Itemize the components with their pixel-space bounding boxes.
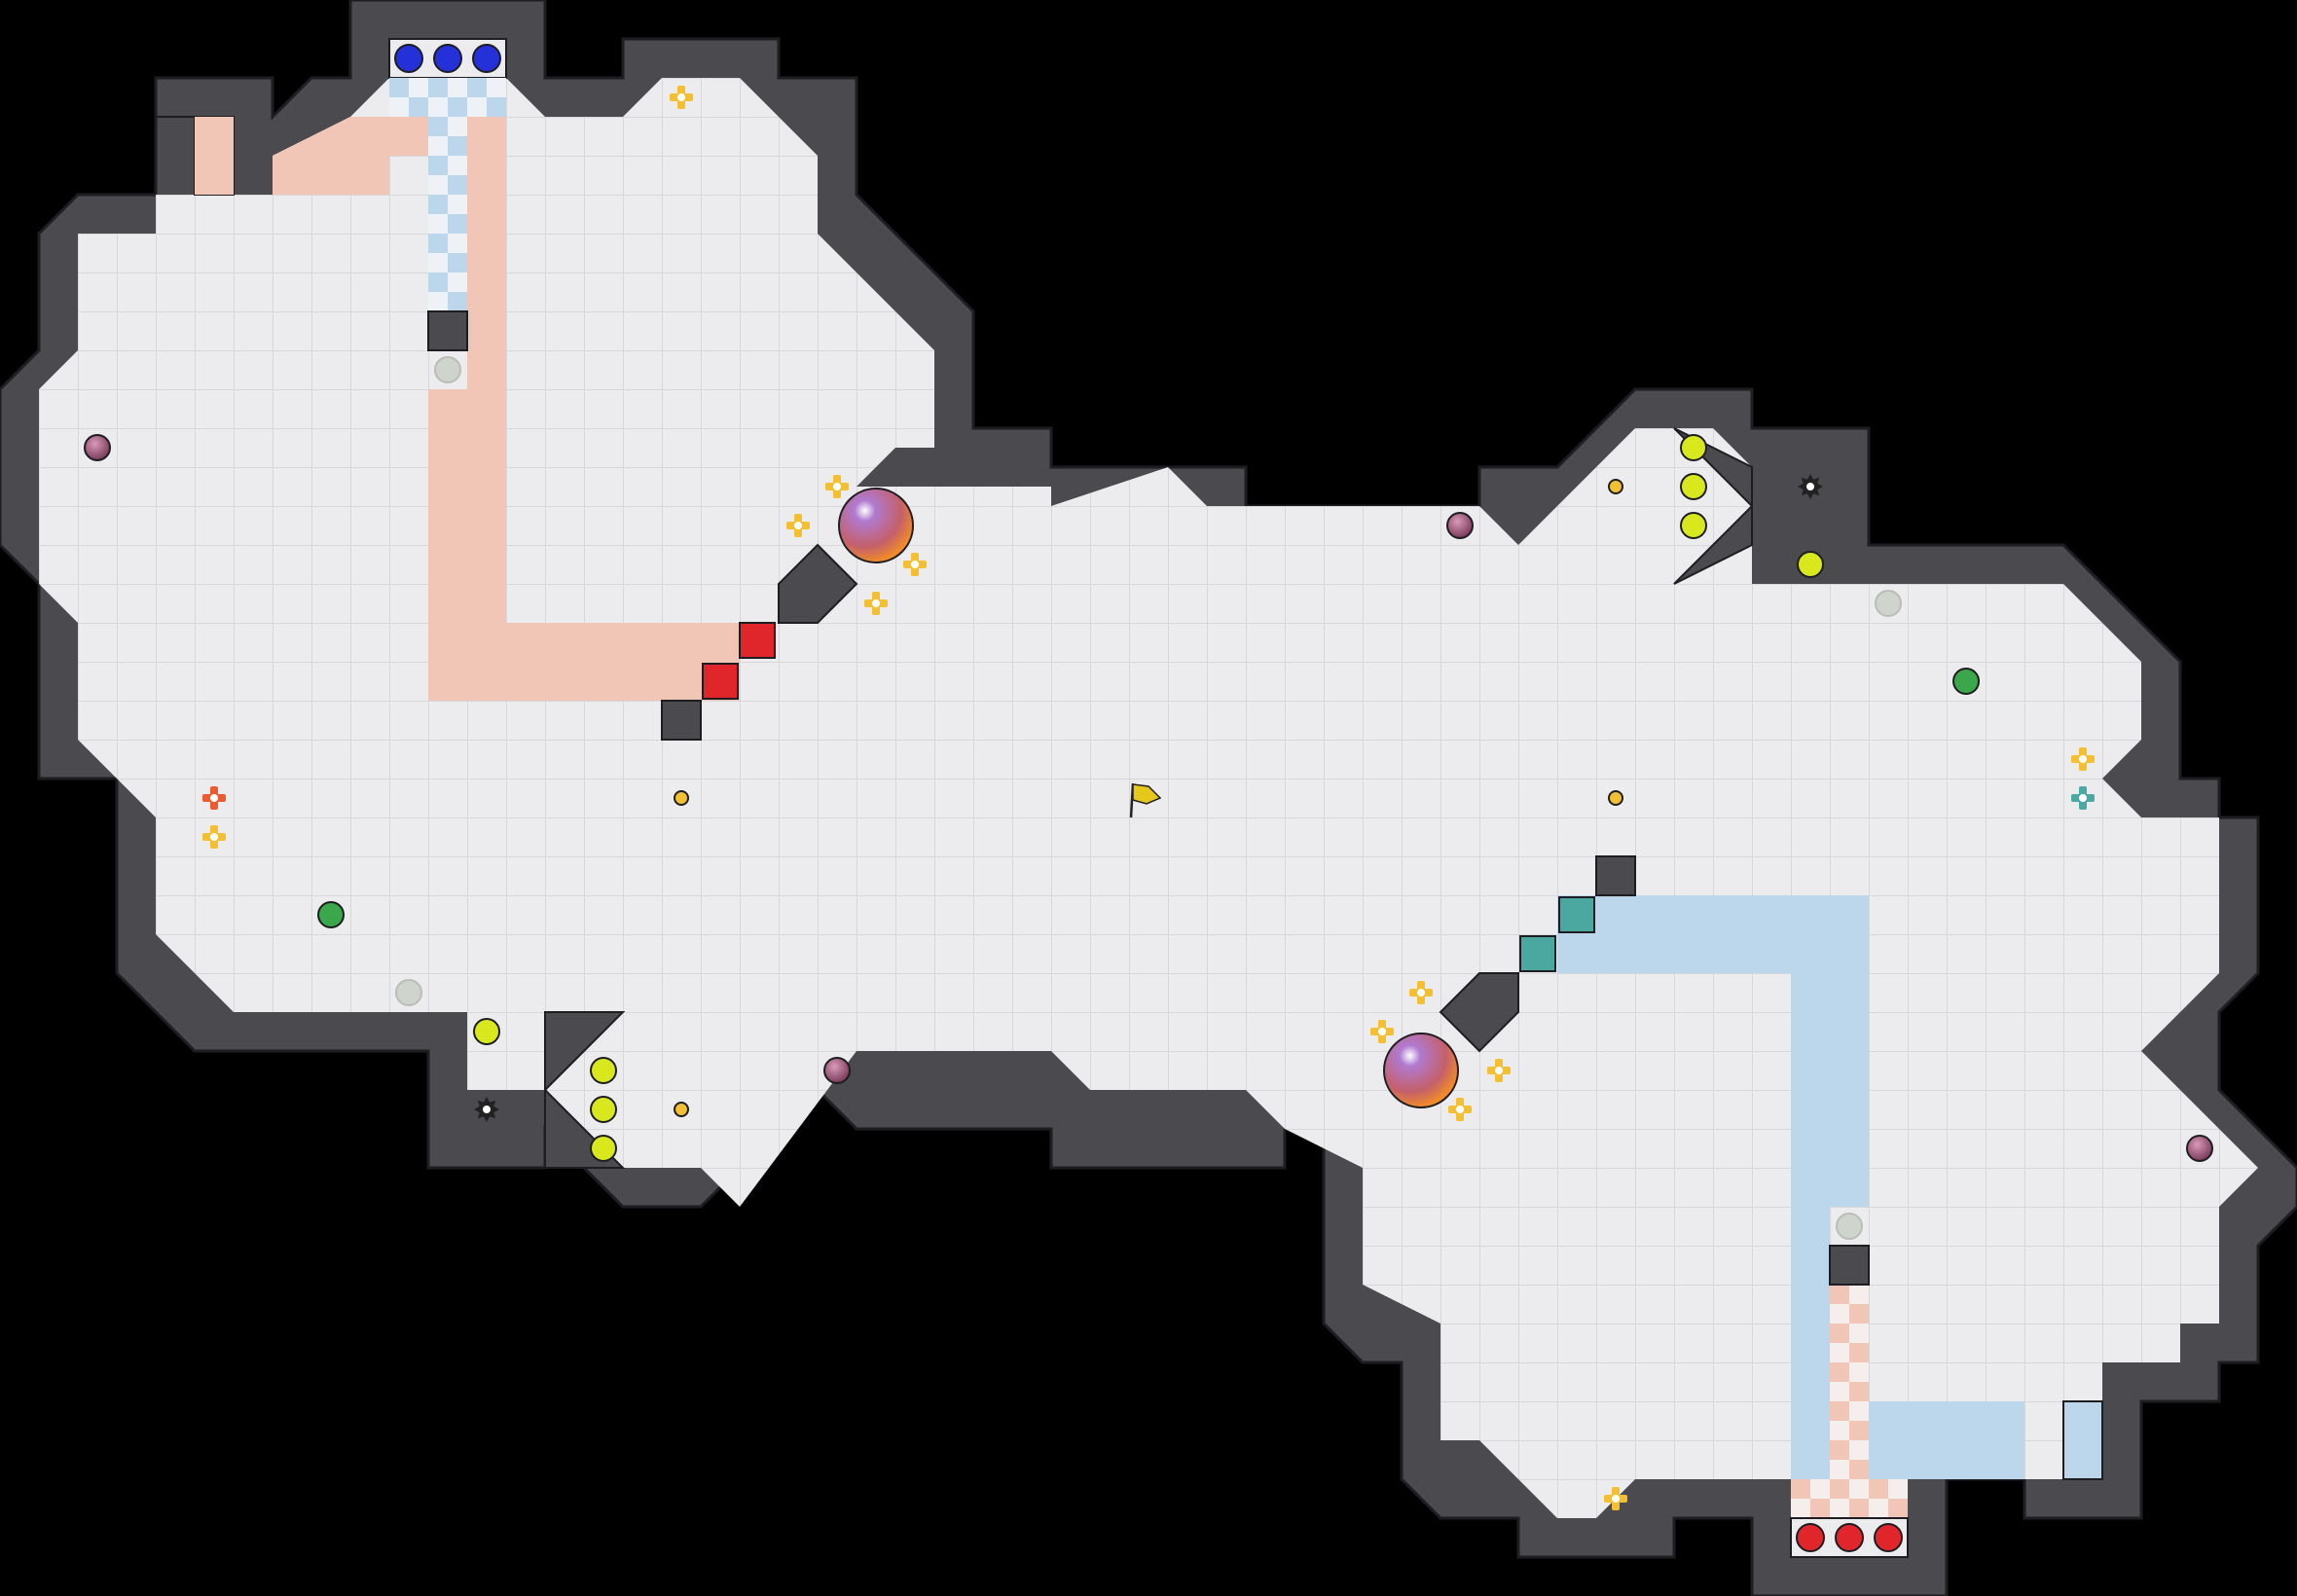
wall-block-1 <box>427 310 468 351</box>
powerup-icon <box>1604 1487 1627 1510</box>
button-icon <box>1836 1213 1863 1240</box>
powerup-icon <box>786 514 810 537</box>
blue-gate-icon <box>1519 935 1556 972</box>
powerup-icon <box>825 475 849 498</box>
powerup-icon <box>864 592 888 615</box>
blue-pad-bottomright <box>2062 1400 2103 1480</box>
speed-boost-icon <box>590 1057 617 1084</box>
blue-gate-icon <box>1558 896 1595 933</box>
red-checker-path-a <box>1830 1285 1869 1479</box>
bomb-icon <box>823 1057 851 1084</box>
powerup-icon <box>903 553 927 576</box>
bomb-icon <box>2186 1135 2213 1162</box>
button-icon <box>674 1102 689 1117</box>
powerup-icon <box>1370 1020 1394 1043</box>
bomb-icon <box>1446 512 1474 539</box>
button-icon <box>434 356 461 383</box>
button-icon <box>1608 790 1623 806</box>
button-icon <box>674 790 689 806</box>
mars-ball-icon <box>1383 1033 1459 1108</box>
speed-boost-icon <box>1680 473 1707 500</box>
speed-boost-icon <box>1680 512 1707 539</box>
powerup-icon <box>1448 1098 1472 1121</box>
blue-checker-path-a <box>389 78 506 117</box>
red-gate-icon <box>739 622 776 659</box>
portal-icon <box>317 901 345 928</box>
wall-block-2 <box>661 700 702 741</box>
speed-boost-icon <box>473 1018 500 1045</box>
neutral-flag-icon <box>1129 782 1162 818</box>
wall-upper-right-spike <box>1673 427 1754 585</box>
powerup-icon <box>202 786 226 810</box>
spike-icon <box>1798 474 1823 499</box>
powerup-icon <box>2071 786 2095 810</box>
wall-lower-left-spike <box>544 1011 626 1169</box>
red-zone-horizontal <box>428 623 740 701</box>
blue-zone-vertical-b <box>1791 1207 1830 1479</box>
speed-boost-icon <box>590 1096 617 1123</box>
speed-boost-icon <box>1680 434 1707 461</box>
red-zone-vertical-a <box>467 117 506 701</box>
red-zone-top <box>350 117 428 156</box>
button-icon <box>1608 479 1623 494</box>
speed-boost-icon <box>1797 551 1824 578</box>
blue-ball-icon <box>394 44 423 73</box>
red-ball-icon <box>1835 1523 1864 1552</box>
blue-ball-icon <box>472 44 501 73</box>
red-ball-icon <box>1796 1523 1825 1552</box>
wall-block-4 <box>1829 1245 1870 1286</box>
spike-icon <box>474 1097 499 1122</box>
blue-checker-path-b <box>428 117 467 311</box>
bomb-icon <box>84 434 111 461</box>
wall-diagonal-1 <box>778 543 858 624</box>
wall-block-3 <box>1595 855 1636 896</box>
red-pad-topleft <box>195 117 234 195</box>
speed-boost-icon <box>590 1135 617 1162</box>
mars-ball-icon <box>838 488 914 563</box>
powerup-icon <box>1487 1059 1511 1082</box>
blue-zone-vertical-a <box>1791 895 1869 1207</box>
powerup-icon <box>670 86 693 109</box>
red-ball-icon <box>1874 1523 1903 1552</box>
red-gate-icon <box>702 663 739 700</box>
powerup-icon <box>2071 747 2095 771</box>
button-icon <box>395 979 422 1006</box>
button-icon <box>1875 590 1902 617</box>
portal-icon <box>1952 668 1980 695</box>
powerup-icon <box>1409 981 1433 1004</box>
blue-ball-icon <box>433 44 462 73</box>
blue-zone-bottom <box>1869 1401 2024 1479</box>
powerup-icon <box>202 825 226 849</box>
red-checker-path-b <box>1791 1479 1908 1518</box>
wall-diagonal-2 <box>1439 972 1519 1053</box>
